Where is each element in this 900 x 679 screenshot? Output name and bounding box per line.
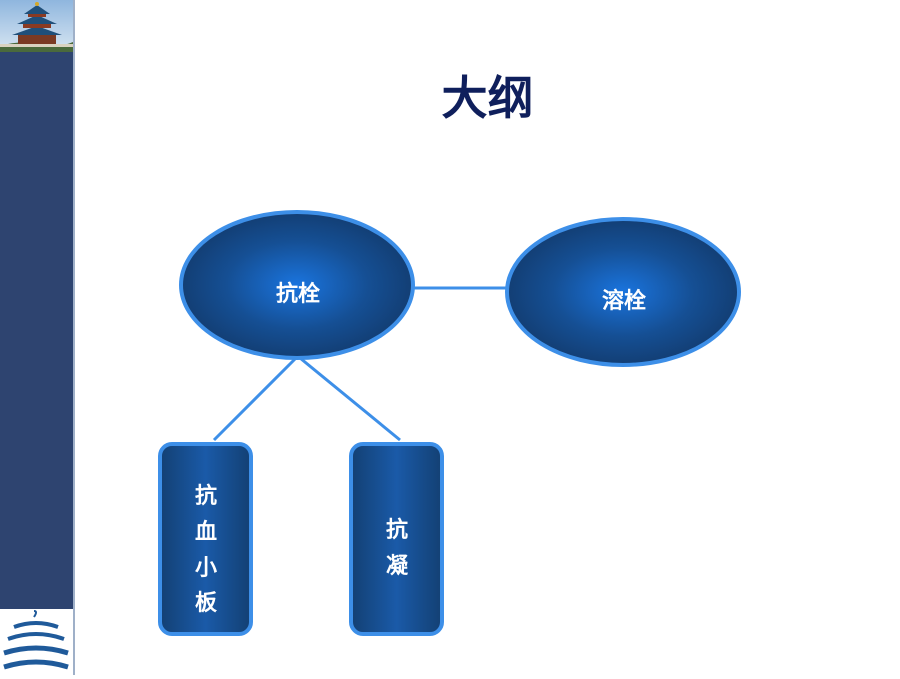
emblem-logo [0,609,73,675]
node-antithrombotic: 抗栓 [179,210,415,360]
node-anticoagulant-char-2: 凝 [386,553,409,579]
edge-antithrombotic-antiplatelet [212,356,298,442]
node-antiplatelet-char-3: 小 [195,555,217,581]
node-thrombolytic: 溶栓 [505,217,741,367]
node-antiplatelet-char-2: 血 [195,519,217,545]
node-antiplatelet-char-4: 板 [195,590,218,616]
node-anticoagulant-char-1: 抗 [386,517,408,543]
node-anticoagulant: 抗 凝 [349,442,444,636]
temple-photo [0,0,73,52]
node-antiplatelet-char-1: 抗 [195,483,217,509]
left-sidebar-band [0,0,75,675]
node-antithrombotic-label: 抗栓 [276,281,320,307]
edge-antithrombotic-anticoagulant [299,356,401,442]
node-thrombolytic-label: 溶栓 [602,288,646,314]
node-antiplatelet: 抗 血 小 板 [158,442,253,636]
slide-title: 大纲 [441,71,534,125]
